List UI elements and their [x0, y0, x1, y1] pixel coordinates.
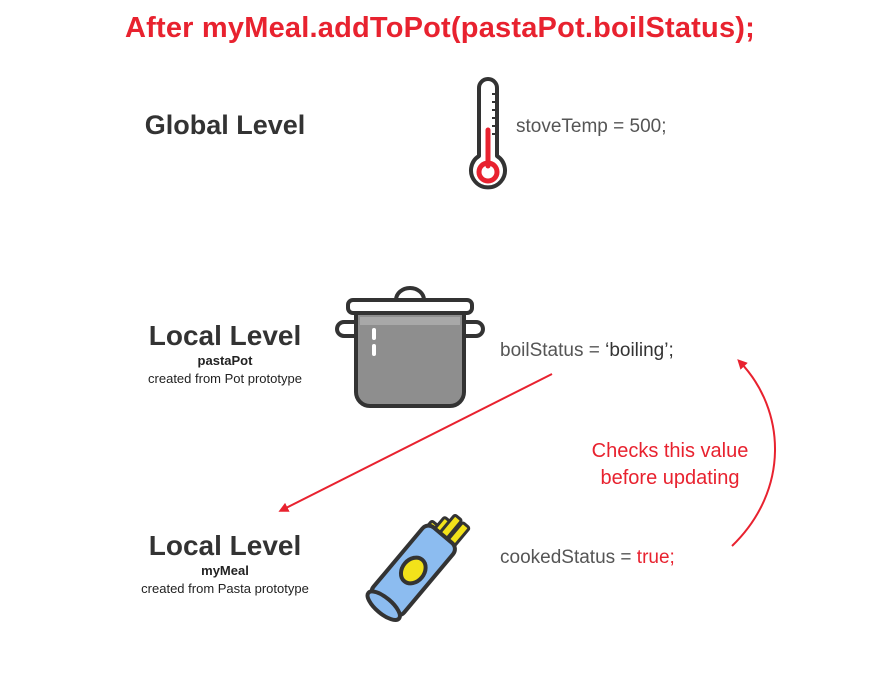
- global-level-label: Global Level: [144, 110, 306, 140]
- meal-code: cookedStatus = true;: [500, 547, 675, 569]
- transfer-arrow: [278, 373, 553, 512]
- pot-object-name: pastaPot: [197, 353, 253, 368]
- meal-code-value: true;: [636, 547, 675, 568]
- pot-code: boilStatus = ‘boiling’;: [500, 340, 674, 362]
- pot-code-var: boilStatus =: [500, 340, 606, 361]
- meal-object-name: myMeal: [201, 563, 249, 578]
- pot-code-value: ‘boiling’;: [605, 340, 674, 361]
- thermometer-icon: [462, 72, 514, 198]
- page-title: After myMeal.addToPot(pastaPot.boilStatu…: [125, 12, 755, 44]
- check-annotation: Checks this value before updating: [560, 438, 780, 492]
- pot-prototype-note: created from Pot prototype: [148, 371, 302, 386]
- annotation-line-2: before updating: [600, 467, 740, 489]
- meal-level-label: Local Level: [148, 530, 302, 561]
- meal-prototype-note: created from Pasta prototype: [141, 581, 309, 596]
- global-code: stoveTemp = 500;: [516, 116, 667, 137]
- check-arrow: [731, 359, 776, 547]
- pot-icon: [334, 280, 486, 412]
- meal-code-var: cookedStatus =: [500, 547, 637, 568]
- annotation-line-1: Checks this value: [591, 440, 749, 462]
- pasta-box-icon: [350, 508, 480, 630]
- pot-level-label: Local Level: [148, 320, 302, 351]
